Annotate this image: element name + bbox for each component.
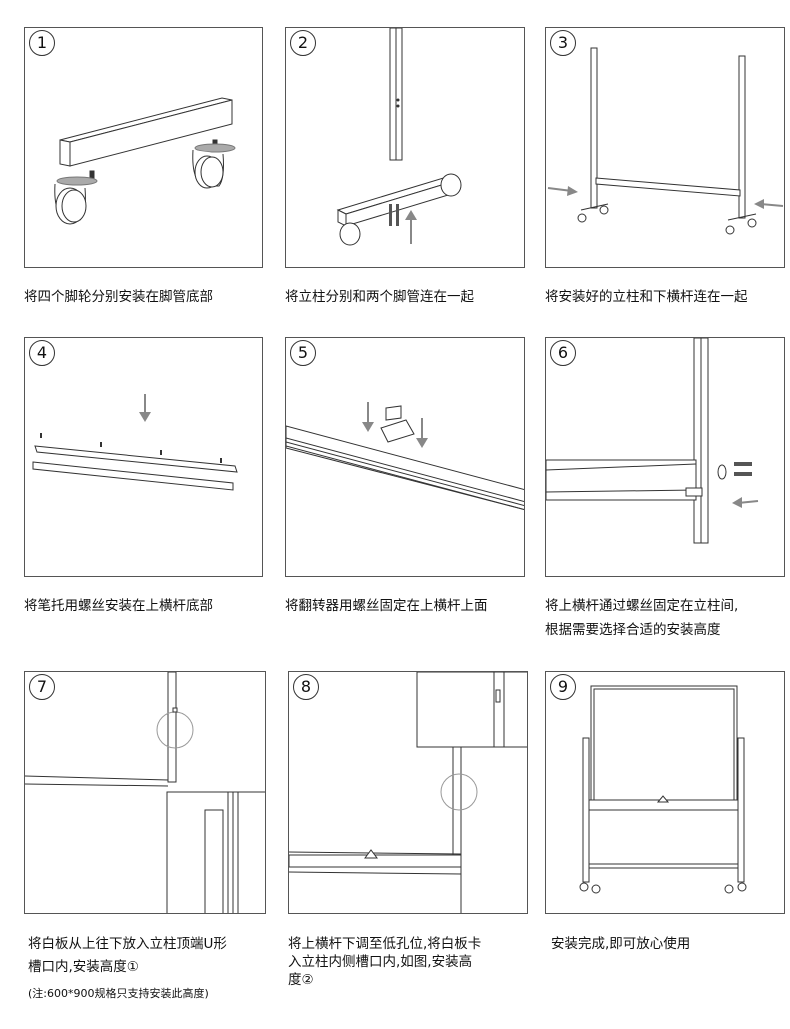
step-8-panel: 8 bbox=[288, 671, 528, 914]
step-7-note: (注:600*900规格只支持安装此高度) bbox=[28, 987, 209, 1000]
step-number-badge: 5 bbox=[290, 340, 316, 366]
step-6-caption-line-2: 根据需要选择合适的安装高度 bbox=[545, 622, 721, 638]
step-number-badge: 4 bbox=[29, 340, 55, 366]
step-7-caption-line-2: 槽口内,安装高度① bbox=[28, 959, 139, 975]
step-8-caption-line-3: 度② bbox=[288, 972, 314, 988]
step-7-caption-line-1: 将白板从上往下放入立柱顶端U形 bbox=[28, 936, 227, 952]
board-low-mount-illustration bbox=[289, 672, 527, 913]
post-to-foot-illustration bbox=[336, 28, 462, 246]
step-4-caption: 将笔托用螺丝安装在上横杆底部 bbox=[24, 598, 213, 614]
step-4-panel: 4 bbox=[24, 337, 263, 577]
pen-tray-illustration bbox=[32, 394, 238, 491]
completed-whiteboard-illustration bbox=[579, 685, 747, 894]
step-number-badge: 3 bbox=[550, 30, 576, 56]
step-2-caption: 将立柱分别和两个脚管连在一起 bbox=[285, 289, 474, 305]
step-8-caption-line-1: 将上横杆下调至低孔位,将白板卡 bbox=[288, 936, 482, 952]
step-number-badge: 2 bbox=[290, 30, 316, 56]
step-6-panel: 6 bbox=[545, 337, 785, 577]
step-1-panel: 1 bbox=[24, 27, 263, 268]
step-7-panel: 7 bbox=[24, 671, 266, 914]
step-6-caption-line-1: 将上横杆通过螺丝固定在立柱间, bbox=[545, 598, 739, 614]
crossbar-height-illustration bbox=[546, 338, 759, 544]
step-3-panel: 3 bbox=[545, 27, 785, 268]
step-1-caption: 将四个脚轮分别安装在脚管底部 bbox=[24, 289, 213, 305]
flip-mechanism-illustration bbox=[286, 402, 524, 510]
step-number-badge: 6 bbox=[550, 340, 576, 366]
caster-install-illustration bbox=[54, 97, 236, 225]
step-5-caption: 将翻转器用螺丝固定在上横杆上面 bbox=[285, 598, 488, 614]
step-9-caption: 安装完成,即可放心使用 bbox=[551, 936, 691, 952]
step-3-caption: 将安装好的立柱和下横杆连在一起 bbox=[545, 289, 748, 305]
step-2-panel: 2 bbox=[285, 27, 525, 268]
board-high-mount-illustration bbox=[25, 672, 265, 913]
step-5-panel: 5 bbox=[285, 337, 525, 577]
frame-assembly-illustration bbox=[547, 47, 784, 235]
step-number-badge: 7 bbox=[29, 674, 55, 700]
step-number-badge: 9 bbox=[550, 674, 576, 700]
step-number-badge: 8 bbox=[293, 674, 319, 700]
step-9-panel: 9 bbox=[545, 671, 785, 914]
step-number-badge: 1 bbox=[29, 30, 55, 56]
step-8-caption-line-2: 入立柱内侧槽口内,如图,安装高 bbox=[288, 954, 473, 970]
